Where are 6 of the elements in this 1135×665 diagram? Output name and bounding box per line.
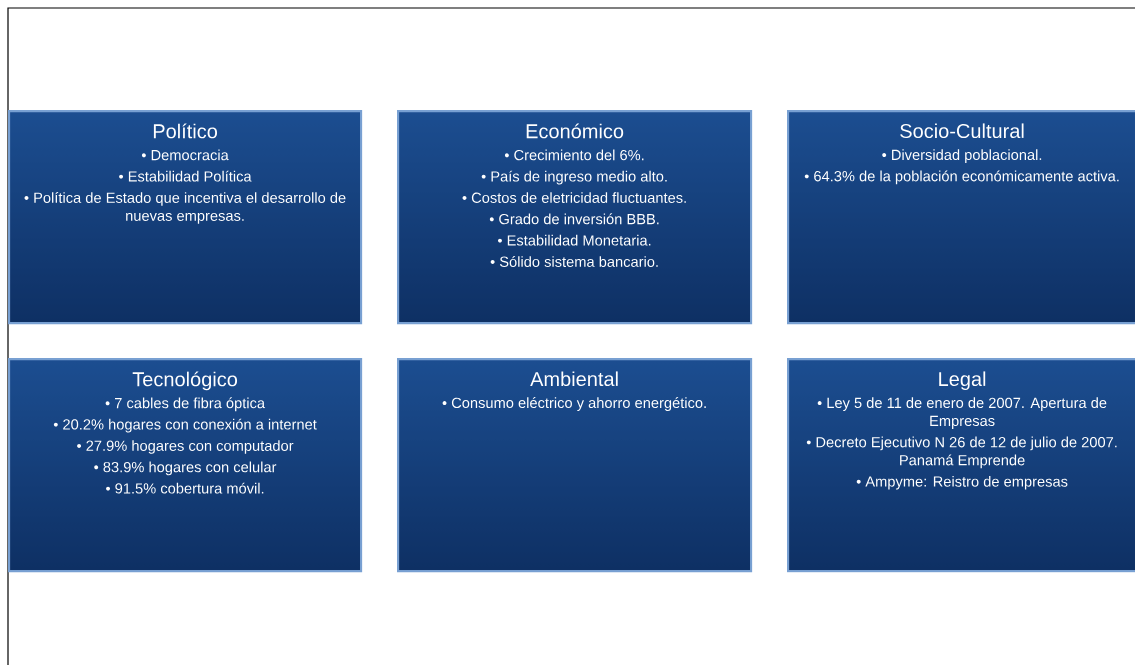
category-box: Tecnológico • 7 cables de fibra óptica • 20.2% hogares con conexión a internet • 27.9% hogares con computador • 83.9% hogares con celular • 91.5% cobertura móvil.	[8, 358, 363, 573]
category-box: Socio-Cultural • Diversidad poblacional. • 64.3% de la población económicamente activa.	[787, 110, 1135, 325]
category-box: Económico • Crecimiento del 6%. • País de ingreso medio alto. • Costos de eletricidad fluctuantes. • Grado de inversión BBB. • Estabilidad Monetaria. • Sólido sistema bancario.	[397, 110, 753, 325]
category-box: Político • Democracia • Estabilidad Política • Política de Estado que incentiva el desarrollo de nuevas empresas.	[8, 110, 363, 325]
category-box: Ambiental • Consumo eléctrico y ahorro energético.	[397, 358, 753, 573]
category-box: Legal • Ley 5 de 11 de enero de 2007. Apertura de Empresas • Decreto Ejecutivo N 26 de 12 de julio de 2007. Panamá Emprende • Ampyme: Reistro de empresas	[787, 358, 1135, 573]
